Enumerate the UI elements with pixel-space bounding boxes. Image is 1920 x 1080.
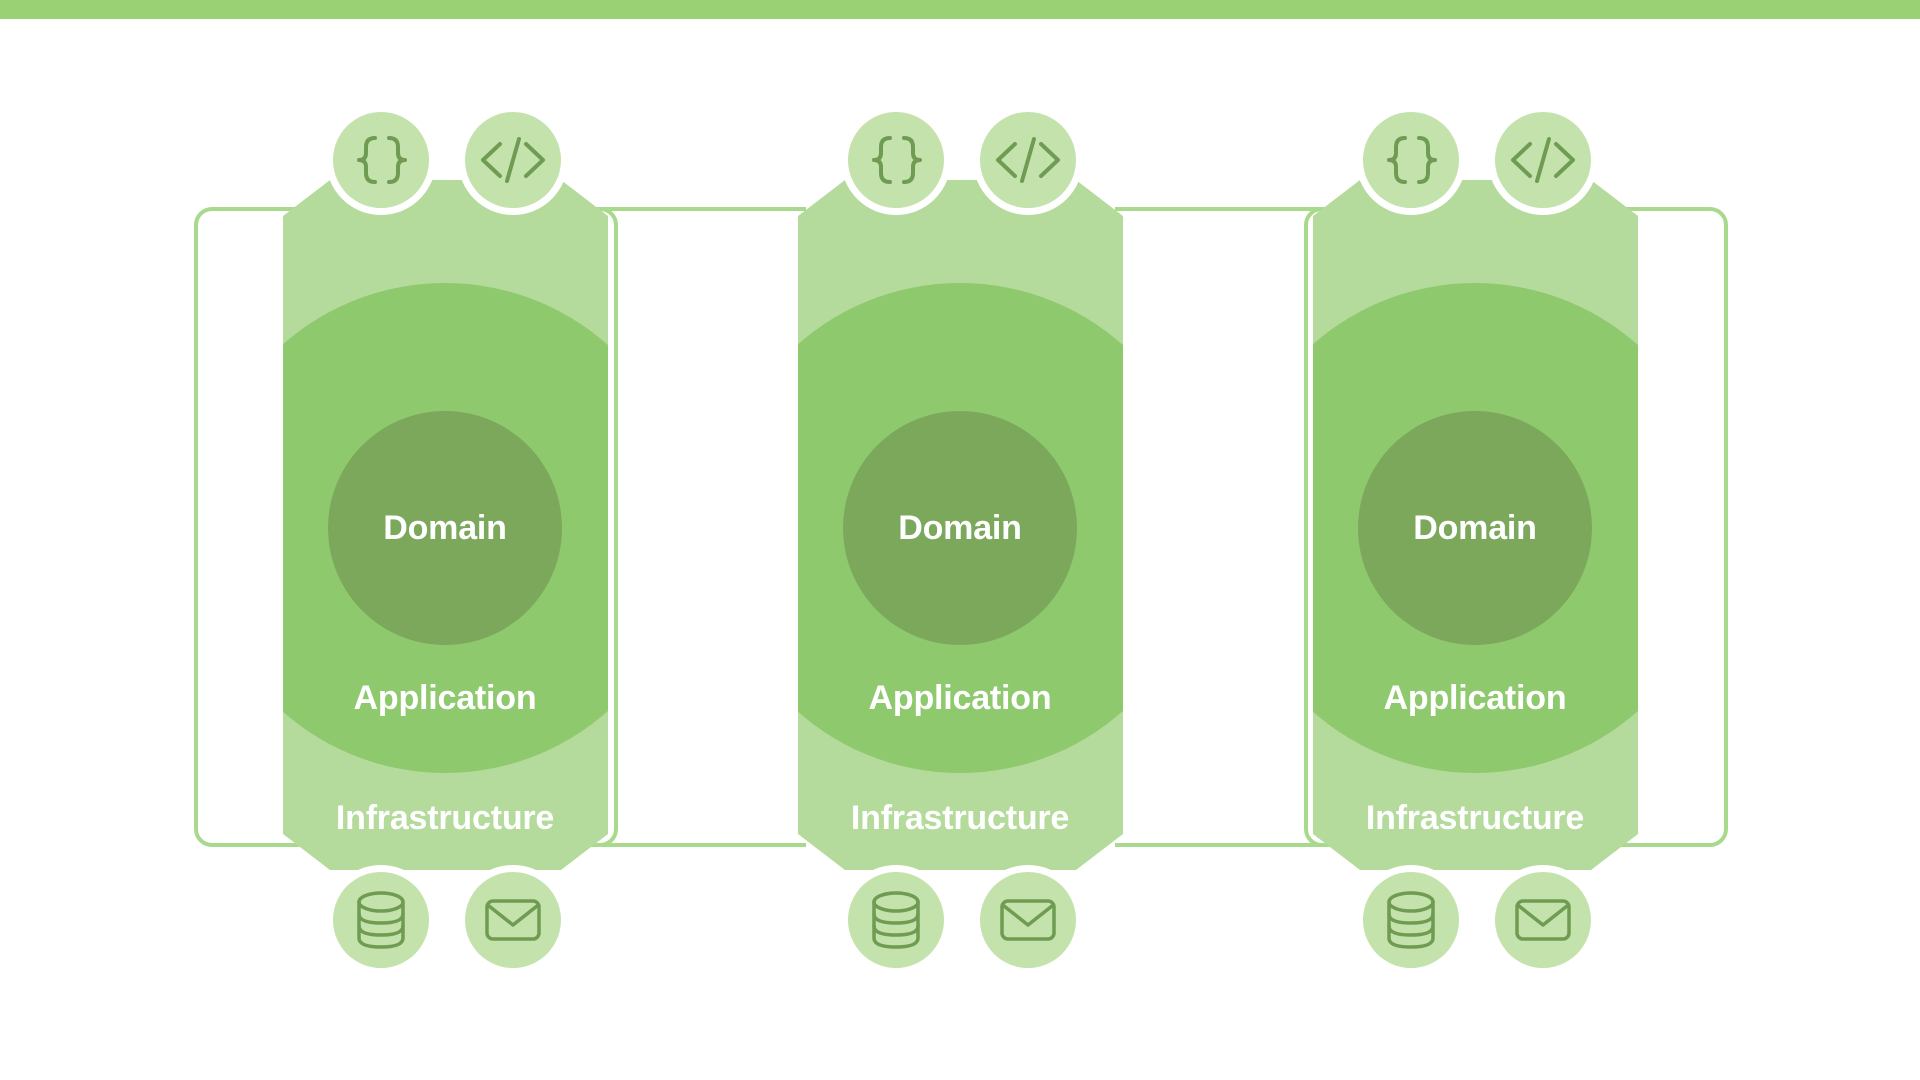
envelope-icon[interactable] [458, 865, 568, 975]
braces-icon[interactable] [326, 105, 436, 215]
infrastructure-label: Infrastructure [1366, 799, 1584, 837]
code-icon[interactable] [458, 105, 568, 215]
code-icon[interactable] [973, 105, 1083, 215]
architecture-column-1[interactable]: Domain Application Infrastructure [200, 105, 690, 975]
top-accent-bar [0, 0, 1920, 19]
domain-layer [843, 411, 1077, 645]
domain-label: Domain [383, 509, 506, 547]
envelope-icon[interactable] [1488, 865, 1598, 975]
architecture-column-2[interactable]: Domain Application Infrastructure [715, 105, 1205, 975]
application-label: Application [1384, 679, 1567, 717]
infrastructure-label: Infrastructure [336, 799, 554, 837]
database-icon[interactable] [1356, 865, 1466, 975]
application-label: Application [354, 679, 537, 717]
code-icon[interactable] [1488, 105, 1598, 215]
database-icon[interactable] [326, 865, 436, 975]
architecture-column-3[interactable]: Domain Application Infrastructure [1230, 105, 1720, 975]
domain-layer [1358, 411, 1592, 645]
domain-label: Domain [1413, 509, 1536, 547]
infrastructure-label: Infrastructure [851, 799, 1069, 837]
domain-label: Domain [898, 509, 1021, 547]
braces-icon[interactable] [1356, 105, 1466, 215]
database-icon[interactable] [841, 865, 951, 975]
envelope-icon[interactable] [973, 865, 1083, 975]
braces-icon[interactable] [841, 105, 951, 215]
domain-layer [328, 411, 562, 645]
application-label: Application [869, 679, 1052, 717]
